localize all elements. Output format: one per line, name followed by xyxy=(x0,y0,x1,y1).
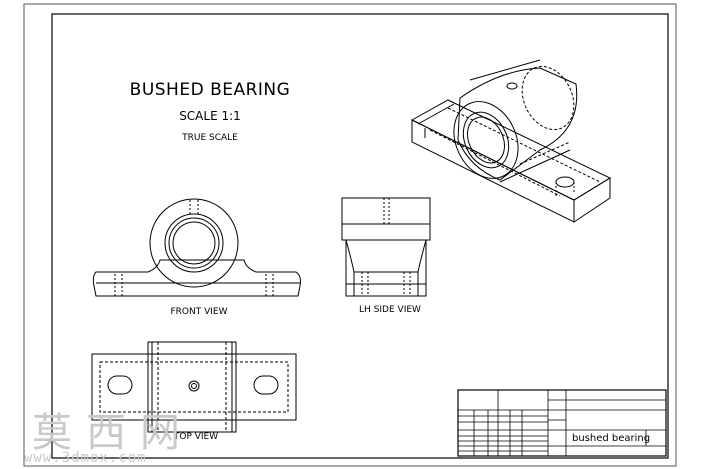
title-block xyxy=(457,389,667,457)
front-view xyxy=(92,198,301,297)
watermark-url: www.3dmox.com xyxy=(24,450,147,466)
inner-border xyxy=(51,13,669,459)
title-block-drawing-name: bushed bearing xyxy=(572,433,651,444)
outer-border xyxy=(23,3,677,467)
side-view-label: LH SIDE VIEW xyxy=(359,305,421,315)
scale-note: TRUE SCALE xyxy=(182,133,238,143)
side-view xyxy=(341,197,431,297)
top-view xyxy=(91,341,297,433)
isometric-view xyxy=(410,59,612,223)
drawing-scale: SCALE 1:1 xyxy=(179,109,241,123)
watermark-logo: 莫西网 xyxy=(32,410,194,456)
top-view-label: TOP VIEW xyxy=(173,432,219,442)
front-view-label: FRONT VIEW xyxy=(170,307,228,317)
drawing-title: BUSHED BEARING xyxy=(129,80,291,100)
